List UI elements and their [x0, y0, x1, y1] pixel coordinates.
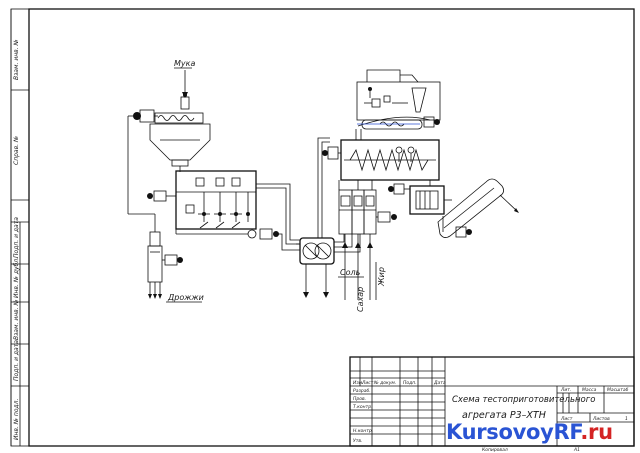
col-label-sign: Подп.: [403, 380, 417, 386]
row-label-3: Т.контр.: [353, 404, 373, 410]
sheets-value: 1: [625, 416, 628, 422]
watermark-main: KursovoyRF: [446, 420, 581, 444]
label-yeast: Дрожжи: [167, 293, 204, 302]
row-label-2: Пров.: [353, 396, 366, 402]
sheets-label: Листов: [592, 416, 610, 422]
drawing-frame: [10, 8, 635, 447]
row-label-5: Н.контр.: [353, 428, 373, 434]
scale-header: Масштаб: [607, 387, 629, 393]
format-label: А1: [573, 447, 580, 453]
col-label-doc: № докум.: [373, 380, 396, 386]
side-stamp-1: Взам. инв. №: [13, 39, 20, 80]
label-flour: Мука: [174, 59, 195, 68]
label-sugar: Сахар: [356, 287, 365, 312]
side-stamp-2: Справ. №: [13, 136, 20, 165]
watermark-accent: .ru: [580, 420, 613, 444]
process-schematic: Мука: [127, 59, 519, 312]
watermark-logo: KursovoyRF.ru: [446, 420, 638, 450]
sheet-label: Лист: [560, 416, 573, 422]
label-salt: Соль: [340, 268, 361, 277]
row-label-6: Утв.: [353, 438, 362, 444]
side-stamp-5: Взам. инв. №: [13, 299, 20, 340]
copied-label: Копировал: [482, 447, 508, 453]
row-label-1: Разраб.: [353, 388, 371, 394]
side-stamp-7: Инв. № подл.: [13, 399, 20, 440]
row-label-0: Изм.: [353, 380, 364, 386]
col-label-sheet: Лист: [361, 380, 374, 386]
side-stamp: Взам. инв. № Справ. № Подп. и дата Инв. …: [11, 39, 29, 446]
title-block: Изм. Разраб. Пров. Т.контр. Н.контр. Утв…: [349, 356, 635, 453]
mass-header: Масса: [582, 387, 597, 393]
side-stamp-3: Подп. и дата: [13, 217, 20, 258]
label-fat: Жир: [377, 267, 386, 287]
lit-header: Лит.: [560, 387, 571, 393]
side-stamp-6: Подп. и дата: [13, 340, 20, 381]
col-label-date: Дата: [433, 380, 446, 386]
side-stamp-4: Инв. № дубл.: [13, 257, 20, 298]
drawing-title-2: агрегата Р3–ХТН: [462, 410, 546, 421]
drawing-title-1: Схема тестоприготовительного: [452, 395, 595, 405]
